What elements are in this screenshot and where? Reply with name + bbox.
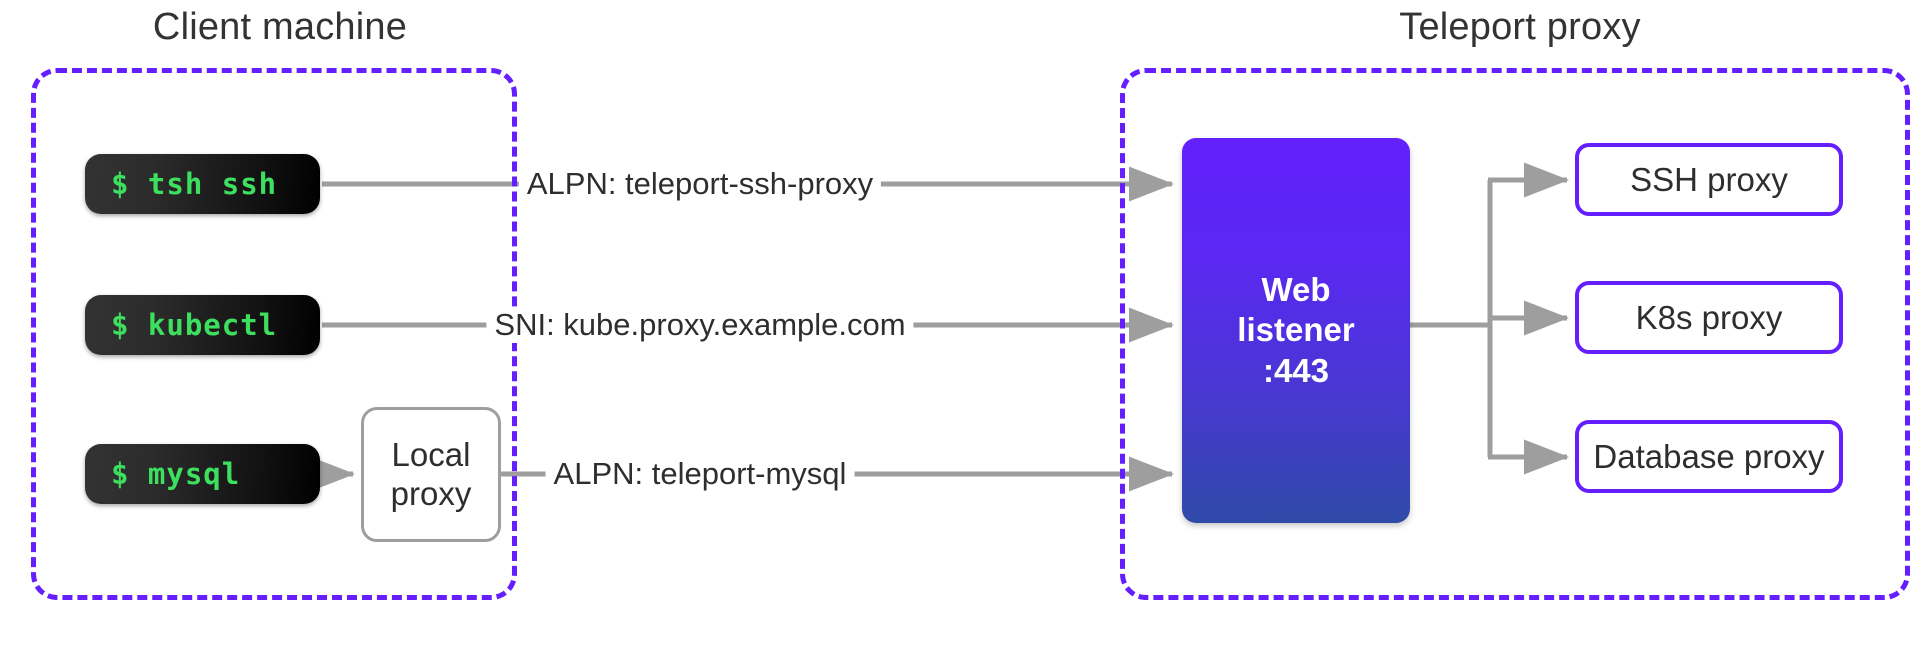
ssh-proxy-label: SSH proxy bbox=[1630, 160, 1788, 198]
terminal-command-text: $ mysql bbox=[111, 457, 241, 491]
web-listener-label: Web listener :443 bbox=[1237, 270, 1354, 391]
edge-label-alpn-ssh: ALPN: teleport-ssh-proxy bbox=[518, 166, 882, 202]
web-listener-label-port: :443 bbox=[1262, 351, 1330, 389]
database-proxy-node[interactable]: Database proxy bbox=[1575, 420, 1843, 493]
teleport-proxy-boundary bbox=[1120, 68, 1910, 600]
terminal-mysql[interactable]: $ mysql bbox=[85, 444, 320, 504]
database-proxy-label: Database proxy bbox=[1593, 437, 1825, 475]
local-proxy-node[interactable]: Local proxy bbox=[361, 407, 501, 542]
terminal-command-text: $ tsh ssh bbox=[111, 167, 278, 201]
local-proxy-label: Local proxy bbox=[391, 436, 472, 514]
web-listener-label-line2: listener bbox=[1237, 311, 1355, 349]
terminal-tsh-ssh[interactable]: $ tsh ssh bbox=[85, 154, 320, 214]
local-proxy-label-line1: Local bbox=[391, 435, 471, 473]
client-machine-title: Client machine bbox=[152, 6, 408, 48]
ssh-proxy-node[interactable]: SSH proxy bbox=[1575, 143, 1843, 216]
terminal-command-text: $ kubectl bbox=[111, 308, 278, 342]
terminal-kubectl[interactable]: $ kubectl bbox=[85, 295, 320, 355]
k8s-proxy-label: K8s proxy bbox=[1635, 298, 1783, 336]
edge-label-alpn-mysql: ALPN: teleport-mysql bbox=[545, 456, 855, 492]
teleport-proxy-title: Teleport proxy bbox=[1399, 6, 1641, 48]
web-listener-node[interactable]: Web listener :443 bbox=[1182, 138, 1410, 523]
k8s-proxy-node[interactable]: K8s proxy bbox=[1575, 281, 1843, 354]
local-proxy-label-line2: proxy bbox=[390, 474, 472, 512]
edge-label-sni-kube: SNI: kube.proxy.example.com bbox=[486, 307, 914, 343]
web-listener-label-line1: Web bbox=[1261, 271, 1331, 309]
